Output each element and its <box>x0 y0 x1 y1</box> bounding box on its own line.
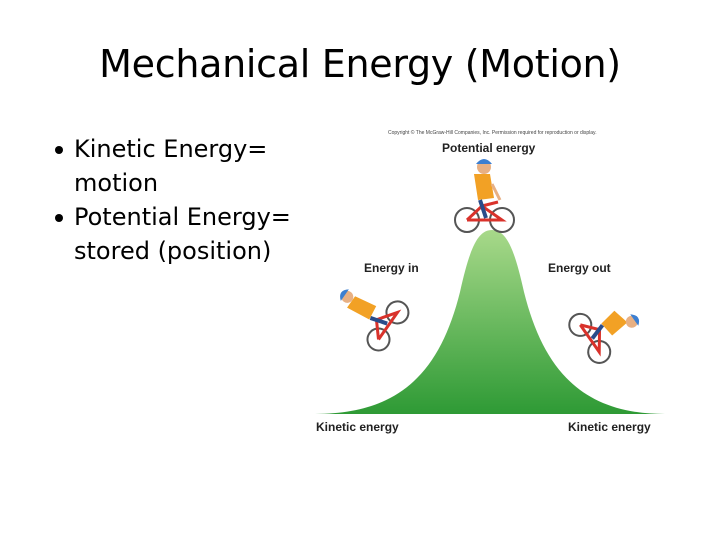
bullet-kinetic: Kinetic Energy= motion <box>48 132 318 200</box>
bullet-list: Kinetic Energy= motion Potential Energy=… <box>48 132 318 268</box>
slide-title: Mechanical Energy (Motion) <box>99 42 621 86</box>
bullet-potential: Potential Energy= stored (position) <box>48 200 318 268</box>
label-energy-out: Energy out <box>548 261 611 275</box>
label-energy-in: Energy in <box>364 261 419 275</box>
cyclist-top-icon <box>454 159 515 233</box>
label-kinetic-energy-left: Kinetic energy <box>316 420 399 434</box>
energy-hill-svg: Copyright © The McGraw-Hill Companies, I… <box>315 129 665 434</box>
bullet-kinetic-text: Kinetic Energy= motion <box>74 135 268 197</box>
label-kinetic-energy-right: Kinetic energy <box>568 420 651 434</box>
bullet-dot-icon <box>55 146 63 154</box>
cyclist-climbing-icon <box>340 289 410 352</box>
green-hill <box>315 230 665 414</box>
cyclist-descending-icon <box>568 310 640 364</box>
bullet-dot-icon <box>55 214 63 222</box>
label-potential-energy: Potential energy <box>442 141 536 155</box>
bullet-potential-text: Potential Energy= stored (position) <box>74 203 291 265</box>
copyright-notice: Copyright © The McGraw-Hill Companies, I… <box>388 129 597 136</box>
energy-hill-figure: Copyright © The McGraw-Hill Companies, I… <box>310 122 670 442</box>
